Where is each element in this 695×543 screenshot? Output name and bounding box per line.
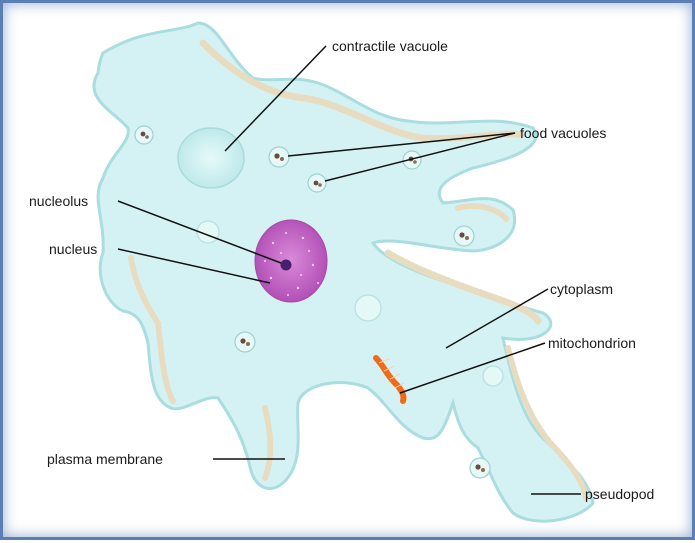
food-vacuole bbox=[470, 458, 490, 478]
label-cytoplasm: cytoplasm bbox=[550, 281, 613, 297]
label-pseudopod: pseudopod bbox=[585, 486, 654, 502]
cell-body bbox=[94, 23, 593, 521]
vesicle bbox=[355, 295, 381, 321]
amoeba-diagram: contractile vacuole food vacuoles nucleo… bbox=[3, 3, 695, 543]
label-nucleus: nucleus bbox=[49, 241, 97, 257]
food-vacuole bbox=[454, 226, 474, 246]
food-vacuole bbox=[235, 332, 255, 352]
cell-outline bbox=[94, 23, 593, 521]
vesicle bbox=[483, 366, 503, 386]
label-plasma-membrane: plasma membrane bbox=[47, 451, 163, 467]
label-mitochondrion: mitochondrion bbox=[548, 335, 636, 351]
contractile-vacuole bbox=[178, 128, 244, 188]
food-vacuole bbox=[308, 174, 326, 192]
label-food-vacuoles: food vacuoles bbox=[520, 125, 606, 141]
label-nucleolus: nucleolus bbox=[29, 193, 88, 209]
nucleolus bbox=[281, 260, 292, 271]
label-contractile-vacuole: contractile vacuole bbox=[332, 38, 448, 54]
food-vacuole bbox=[135, 126, 153, 144]
food-vacuole bbox=[269, 147, 289, 167]
